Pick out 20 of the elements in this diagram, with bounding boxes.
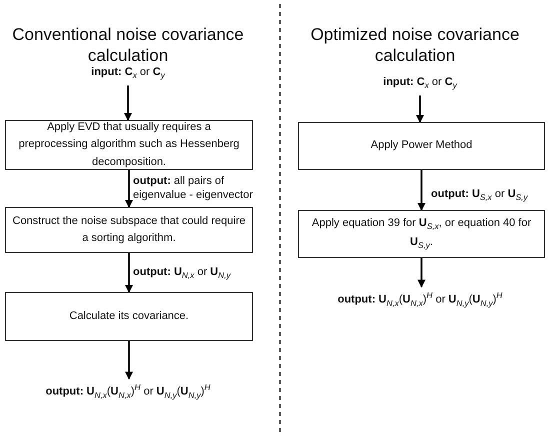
arrow <box>125 253 133 293</box>
input-text: input: C$_{x}$ or C$_{y}$ <box>340 74 500 92</box>
arrow <box>124 85 132 121</box>
input-text: input: C$_{x}$ or C$_{y}$ <box>40 64 216 82</box>
process-box: Apply equation 39 for U$_{S,x}$, or equation 40 for U$_{S,y}$. <box>298 210 545 258</box>
column-title: Optimized noise covariance calculation <box>310 24 520 66</box>
process-box: Apply EVD that usually requires a preprocessing algorithm such as Hessenberg decomposition. <box>5 120 253 170</box>
arrow <box>418 258 426 288</box>
column-title: Conventional noise covariance calculation <box>11 24 245 66</box>
process-box: Apply Power Method <box>298 122 545 170</box>
arrow <box>418 170 426 211</box>
output-text: output: U$_{N,x}$(U$_{N,x}$)$^{H}$ or U$_{N,y}$(U$_{N,y}$)$^{H}$ <box>300 290 540 310</box>
arrow <box>125 341 133 380</box>
process-box: Calculate its covariance. <box>5 292 253 341</box>
edge-label: output: U$_{N,x}$ or U$_{N,y}$ <box>133 265 230 282</box>
process-box: Construct the noise subspace that could require a sorting algorithm. <box>5 207 253 253</box>
arrow <box>416 95 424 123</box>
arrow <box>125 170 133 208</box>
edge-label: output: U$_{S,x}$ or U$_{S,y}$ <box>431 187 528 204</box>
output-text: output: U$_{N,x}$(U$_{N,x}$)$^{H}$ or U$_{N,y}$(U$_{N,y}$)$^{H}$ <box>10 382 246 402</box>
